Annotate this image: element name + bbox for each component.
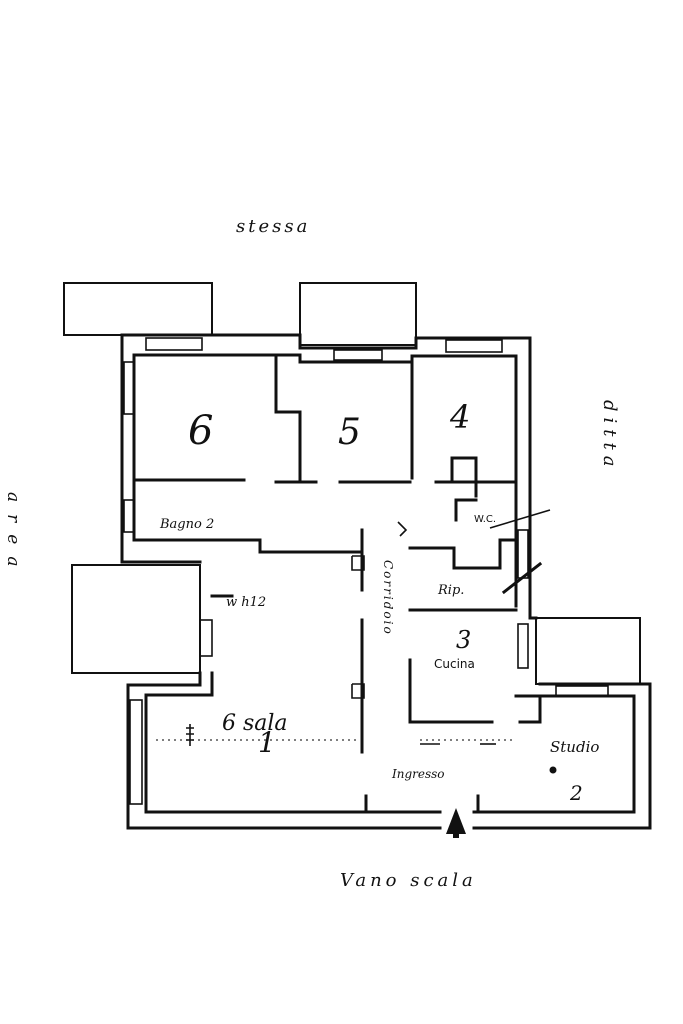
balcony-left bbox=[71, 564, 201, 674]
bath-left-label: Bagno 2 bbox=[159, 517, 214, 532]
kitchen-label: Cucina bbox=[434, 657, 475, 671]
balcony-top-left bbox=[63, 282, 213, 336]
corridor-label: Corridoio bbox=[381, 560, 395, 636]
room-6-top-number: 6 bbox=[188, 408, 213, 454]
kitchen-number: 3 bbox=[456, 626, 471, 654]
interior-walls bbox=[132, 353, 542, 814]
sala-number: 1 bbox=[258, 726, 276, 759]
bath-right-label: W.C. bbox=[474, 514, 496, 525]
ingresso-label: Ingresso bbox=[391, 767, 445, 781]
label-top: stessa bbox=[236, 216, 310, 237]
balcony-right bbox=[535, 617, 641, 685]
entrance-arrow-icon bbox=[446, 808, 466, 834]
wc-note-label: w h12 bbox=[226, 595, 266, 610]
ripostiglio-label: Rip. bbox=[437, 583, 464, 598]
dotted-lines bbox=[156, 739, 516, 745]
sala-label: 6 sala bbox=[222, 711, 288, 736]
label-left: area bbox=[3, 492, 23, 578]
label-bottom: Vano scala bbox=[340, 870, 477, 891]
studio-label: Studio bbox=[550, 738, 599, 756]
studio-number: 2 bbox=[569, 781, 583, 805]
handwritten-marks bbox=[186, 509, 557, 774]
room-4-number: 4 bbox=[449, 398, 470, 436]
label-right: ditta bbox=[599, 400, 620, 472]
outer-walls bbox=[120, 333, 652, 830]
room-5-number: 5 bbox=[338, 412, 361, 453]
balcony-top-center bbox=[299, 282, 417, 346]
windows bbox=[123, 337, 609, 805]
